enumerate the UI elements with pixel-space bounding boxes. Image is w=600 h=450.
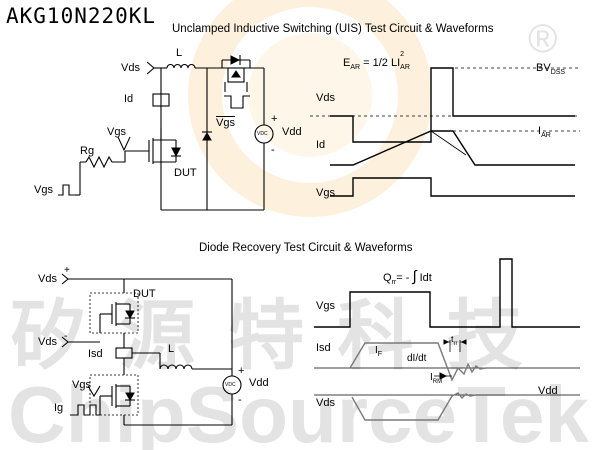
vgs-probe <box>117 136 131 152</box>
bvdss-label: BVDSS <box>536 62 566 77</box>
dut-body-diode <box>171 147 181 158</box>
diode-vdc-label: VDC <box>225 382 236 388</box>
uis-vds-label: Vds <box>121 62 140 74</box>
top-switch-body <box>227 67 245 83</box>
part-number: AKG10N220KL <box>6 4 157 28</box>
diode-title: Diode Recovery Test Circuit & Waveforms <box>199 242 413 254</box>
diode-vds-waveform <box>351 392 477 421</box>
isd-recovery-waveform <box>349 342 487 382</box>
uis-minus-label: - <box>271 144 275 156</box>
irm-label: IRM <box>430 372 443 385</box>
vgs-drive-pulse <box>58 184 75 196</box>
diode-vgs-label: Vgs <box>72 379 91 391</box>
diode-vdd-label: Vdd <box>249 377 269 389</box>
diode-vds-top-label: Vds <box>38 273 57 285</box>
uis-vgs-bar-label: Vgs <box>216 117 235 129</box>
dut-lower-box <box>89 374 139 416</box>
diode-dut-label: DUT <box>133 288 156 300</box>
inductor-l-diode <box>159 364 193 370</box>
uis-rg-label: Rg <box>80 145 95 157</box>
uis-dut-label: DUT <box>174 167 197 179</box>
wave-vds-label: Vds <box>316 92 335 104</box>
wave-vgs-label: Vgs <box>316 187 335 199</box>
diode-l-label: L <box>168 343 175 355</box>
diode-vgs-waveform <box>314 258 580 328</box>
vds-waveform <box>330 67 575 143</box>
diode-wave-isd-label: Isd <box>316 342 331 354</box>
qrr-formula: Qrr= - ∫ Idt <box>383 268 432 287</box>
uis-title: Unclamped Inductive Switching (UIS) Test… <box>172 23 494 35</box>
id-waveform <box>330 130 575 166</box>
top-diode-symbol <box>230 55 241 65</box>
uis-l-label: L <box>176 47 183 59</box>
diode-wave-vdd-label: Vdd <box>538 385 558 397</box>
uis-plus-label: + <box>271 113 278 125</box>
uis-vgs-drive-label: Vgs <box>34 184 53 196</box>
gate-pulse-symbol <box>224 95 250 109</box>
diode-minus-label: - <box>64 331 68 342</box>
diode-plus-label: + <box>64 265 70 276</box>
uis-id-label: Id <box>124 93 134 105</box>
diode-plus2-label: + <box>238 365 245 377</box>
ig-pulse-train <box>70 404 100 416</box>
registered-mark: ® <box>528 17 557 61</box>
didt-label: dI/dt <box>407 353 427 364</box>
dut-upper-box <box>89 292 139 334</box>
vgs-waveform <box>330 177 575 197</box>
rg-resistor <box>80 151 126 169</box>
diode-vgs-probe <box>87 385 101 398</box>
diode-vds-mid-label: Vds <box>38 336 57 348</box>
trr-label: trr <box>451 334 458 347</box>
diode-wave-vgs-label: Vgs <box>316 300 335 312</box>
watermark-chinese: 矽 源 特 科 技 <box>10 294 528 379</box>
watermark-english: ChipSourceTek <box>8 370 589 450</box>
chipsourcetek-logo <box>188 0 432 217</box>
if-label: IF <box>375 345 383 358</box>
diode-ig-label: Ig <box>54 402 64 414</box>
inductor-l <box>166 63 196 69</box>
uis-vdc-label: VDC <box>257 131 268 137</box>
diode-wave-vds-label: Vds <box>316 397 335 409</box>
diode-isd-label: Isd <box>88 348 103 360</box>
lower-body-diode <box>125 392 135 402</box>
uis-vgs-label: Vgs <box>107 126 126 138</box>
diode-minus2-label: - <box>238 394 242 406</box>
uis-vdd-label: Vdd <box>282 126 302 138</box>
clamp-diode <box>202 131 212 141</box>
upper-body-diode <box>125 310 135 320</box>
iar-label: IAR <box>538 125 551 140</box>
wave-id-label: Id <box>316 139 326 151</box>
id-sense-box <box>152 93 170 107</box>
